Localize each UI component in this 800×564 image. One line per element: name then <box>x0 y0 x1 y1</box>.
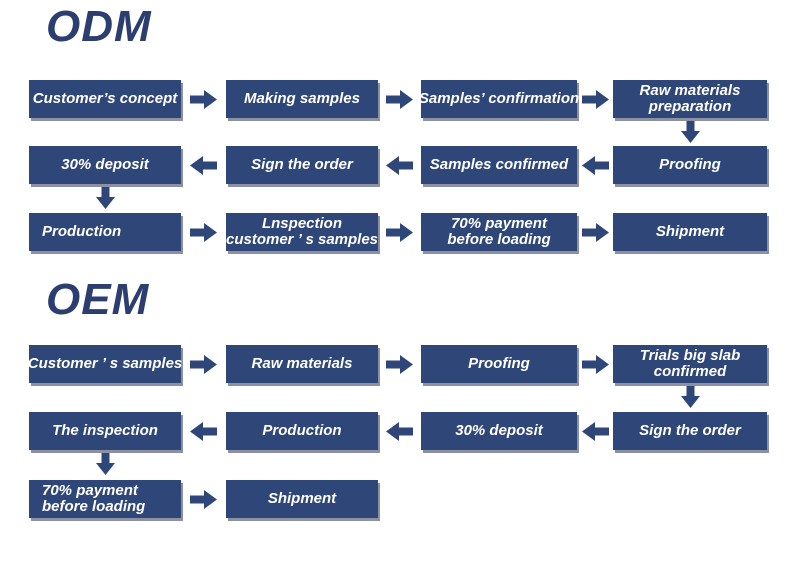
section-title-oem: OEM <box>46 275 150 324</box>
arrow-right-icon <box>190 354 217 374</box>
flow-step-label: Production <box>262 422 342 439</box>
flow-step-label: 30% deposit <box>61 156 149 173</box>
arrow-down-icon <box>680 386 700 408</box>
flow-step-label: Raw materials <box>251 355 353 372</box>
flow-step-label: Making samples <box>244 90 360 107</box>
flow-step-box: Samples’ confirmation <box>418 80 580 118</box>
arrow-left-icon <box>190 155 217 175</box>
flow-step-box: Customer ’ s samples <box>27 345 183 383</box>
flow-step-label: Production <box>42 223 122 240</box>
flow-step-label: 30% deposit <box>455 422 543 439</box>
arrow-left-icon <box>190 421 217 441</box>
flow-step-label: preparation <box>648 98 732 115</box>
arrow-right-icon <box>190 222 217 242</box>
flow-step-label: Sign the order <box>251 156 353 173</box>
flow-step-box: Shipment <box>226 480 378 518</box>
flow-step-label: Sign the order <box>639 422 741 439</box>
flow-step-label: Customer ’ s samples <box>27 355 183 372</box>
flow-step-label: Raw materials <box>639 82 741 99</box>
arrow-right-icon <box>386 89 413 109</box>
flow-step-label: Shipment <box>655 223 725 240</box>
flow-step-label: Lnspection <box>261 215 342 232</box>
flow-step-label: 70% payment <box>451 215 547 232</box>
flow-step-label: Proofing <box>659 156 721 173</box>
flow-step-label: Samples confirmed <box>429 156 569 173</box>
flow-step-box: Raw materials <box>226 345 378 383</box>
flow-step-box: Sign the order <box>226 146 378 184</box>
arrow-right-icon <box>386 222 413 242</box>
arrow-right-icon <box>386 354 413 374</box>
arrow-left-icon <box>581 155 609 175</box>
flow-step-label: before loading <box>42 498 146 515</box>
arrow-right-icon <box>581 222 609 242</box>
flow-step-label: before loading <box>447 231 551 248</box>
section-title-odm: ODM <box>46 2 152 51</box>
flow-step-box: 30% deposit <box>29 146 181 184</box>
flow-step-box: Samples confirmed <box>421 146 577 184</box>
flow-step-box: Production <box>226 412 378 450</box>
flow-step-box: Proofing <box>613 146 767 184</box>
flow-step-label: The inspection <box>52 422 158 439</box>
flow-step-label: confirmed <box>653 363 727 380</box>
arrow-down-icon <box>95 187 115 209</box>
flow-step-box: Shipment <box>613 213 767 251</box>
arrow-right-icon <box>581 354 609 374</box>
flow-step-label: Trials big slab <box>639 347 741 364</box>
flow-step-box: The inspection <box>29 412 181 450</box>
flow-step-box: Production <box>29 213 181 251</box>
flow-step-box: 30% deposit <box>421 412 577 450</box>
flow-step-label: 70% payment <box>42 482 138 499</box>
arrow-down-icon <box>95 453 115 475</box>
flow-step-box: Proofing <box>421 345 577 383</box>
flow-step-label: Shipment <box>267 490 337 507</box>
arrow-right-icon <box>581 89 609 109</box>
arrow-left-icon <box>581 421 609 441</box>
flow-step-box: Customer’s concept <box>29 80 181 118</box>
flow-step-label: Customer’s concept <box>32 90 178 107</box>
flow-step-label: Proofing <box>468 355 530 372</box>
flow-step-box: Sign the order <box>613 412 767 450</box>
flow-step-label: Samples’ confirmation <box>418 90 580 107</box>
arrow-right-icon <box>190 489 217 509</box>
arrow-right-icon <box>190 89 217 109</box>
arrow-down-icon <box>680 121 700 143</box>
flow-step-label: customer ’ s samples <box>226 231 379 248</box>
arrow-left-icon <box>386 155 413 175</box>
flow-step-box: Making samples <box>226 80 378 118</box>
arrow-left-icon <box>386 421 413 441</box>
